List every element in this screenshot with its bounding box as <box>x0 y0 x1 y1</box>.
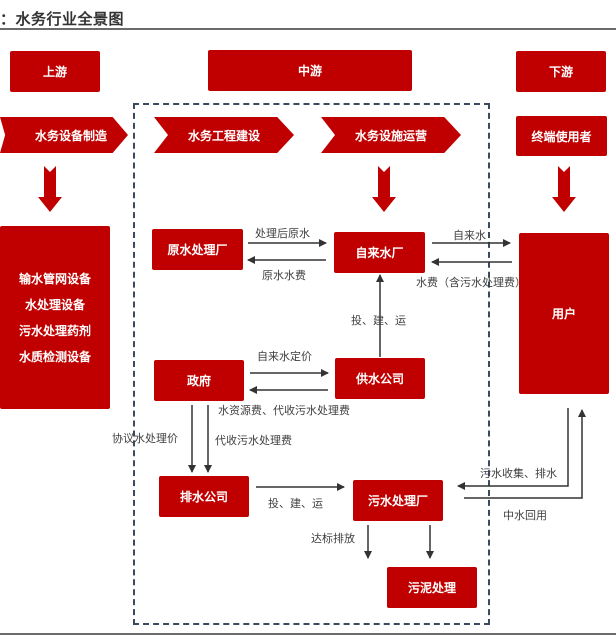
upstream-item: 水质检测设备 <box>18 350 91 364</box>
arrow-sewage-collection <box>457 408 569 490</box>
category-end-users-label: 终端使用者 <box>531 129 592 144</box>
stage-upstream-label: 上游 <box>42 65 67 79</box>
upstream-item: 污水处理药剂 <box>18 324 91 338</box>
node-water-supply-company-label: 供水公司 <box>355 372 404 386</box>
stage-downstream: 下游 <box>516 51 606 92</box>
midstream-region <box>133 103 490 625</box>
edge-label-resource-fee: 水资源费、代收污水处理费 <box>218 404 350 417</box>
edge-label-water-fee: 水费（含污水处理费） <box>416 276 526 289</box>
node-drainage-company-label: 排水公司 <box>179 490 228 504</box>
node-sludge: 污泥处理 <box>387 567 477 608</box>
category-end-users: 终端使用者 <box>516 116 607 156</box>
red-down-arrow-icon <box>372 166 396 212</box>
stage-midstream: 中游 <box>208 50 412 91</box>
node-government: 政府 <box>154 360 244 401</box>
node-waterworks: 自来水厂 <box>334 232 425 273</box>
node-government-label: 政府 <box>186 374 211 388</box>
node-raw-water-plant: 原水处理厂 <box>152 229 243 270</box>
bottom-rule <box>0 633 616 635</box>
stage-downstream-label: 下游 <box>548 65 573 79</box>
node-sewage-plant: 污水处理厂 <box>353 480 443 521</box>
stage-midstream-label: 中游 <box>297 64 322 78</box>
category-facility-operation-label: 水务设施运营 <box>354 128 427 143</box>
edge-label-compliant-discharge: 达标排放 <box>311 532 355 545</box>
edge-label-collected-sewage-fee: 代收污水处理费 <box>215 434 292 447</box>
upstream-item: 输水管网设备 <box>18 272 91 286</box>
node-sludge-label: 污泥处理 <box>407 581 456 595</box>
edge-label-tap-water-pricing: 自来水定价 <box>257 350 312 363</box>
edge-label-raw-water-fee: 原水水费 <box>262 269 306 282</box>
title-rule <box>0 28 616 30</box>
category-engineering-construction-label: 水务工程建设 <box>187 128 260 143</box>
page-title: ：水务行业全景图 <box>0 10 125 28</box>
edge-label-tap-water: 自来水 <box>453 229 486 242</box>
stage-upstream: 上游 <box>10 51 100 92</box>
category-facility-operation: 水务设施运营 <box>321 117 461 153</box>
edge-label-reclaimed-water: 中水回用 <box>503 509 547 522</box>
node-drainage-company: 排水公司 <box>159 476 249 517</box>
category-equipment-manufacturing: 水务设备制造 <box>0 117 128 153</box>
red-down-arrow-icon <box>38 166 62 212</box>
node-user: 用户 <box>519 233 609 394</box>
edge-label-invest-build-operate-2: 投、建、运 <box>268 497 323 510</box>
node-sewage-plant-label: 污水处理厂 <box>367 494 428 508</box>
red-down-arrow-icon <box>552 166 576 212</box>
arrow-reclaimed-water <box>464 409 586 499</box>
node-user-label: 用户 <box>551 307 576 321</box>
category-equipment-manufacturing-label: 水务设备制造 <box>34 128 107 143</box>
node-water-supply-company: 供水公司 <box>335 358 425 399</box>
edge-label-sewage-collection: 污水收集、排水 <box>480 467 557 480</box>
upstream-items-box: 输水管网设备 水处理设备 污水处理药剂 水质检测设备 <box>0 226 110 409</box>
edge-label-invest-build-operate-1: 投、建、运 <box>351 314 406 327</box>
node-raw-water-plant-label: 原水处理厂 <box>167 243 228 257</box>
category-engineering-construction: 水务工程建设 <box>154 117 294 153</box>
edge-label-treated-raw-water: 处理后原水 <box>255 227 310 240</box>
node-waterworks-label: 自来水厂 <box>355 246 404 260</box>
edge-label-agreed-price: 协议水处理价 <box>112 432 178 445</box>
upstream-item: 水处理设备 <box>24 298 85 312</box>
